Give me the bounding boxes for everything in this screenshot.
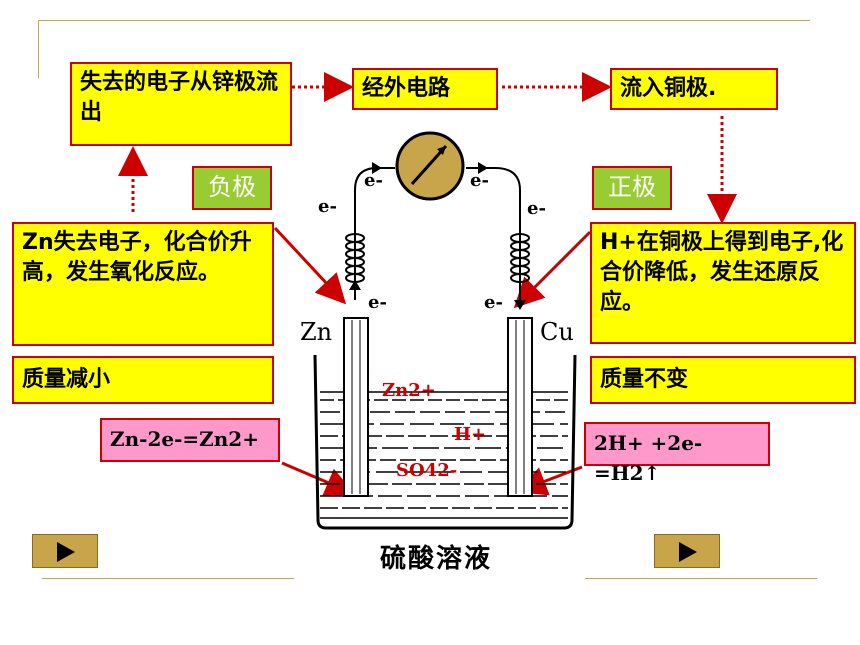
left-explanation: Zn失去电子，化合价升高，发生氧化反应。: [12, 222, 274, 346]
cu-electrode: [507, 317, 533, 497]
ion-so4: SO42-: [396, 460, 458, 481]
left-rule: [38, 20, 39, 78]
electron-label-5: e-: [368, 292, 387, 313]
electron-label-6: e-: [484, 292, 503, 313]
flow-box-copper-in: 流入铜极.: [610, 68, 778, 110]
left-equation: Zn-2e-=Zn2+: [100, 418, 280, 462]
electron-label-4: e-: [527, 198, 546, 219]
top-rule: [38, 20, 810, 21]
electron-label-2: e-: [364, 170, 383, 191]
left-mass: 质量减小: [12, 356, 274, 404]
flow-box-external: 经外电路: [352, 68, 498, 110]
flow-box-zinc-out: 失去的电子从锌极流出: [70, 62, 292, 146]
ion-zn2: Zn2+: [382, 380, 436, 401]
nav-next-button-right[interactable]: [654, 534, 720, 568]
play-icon: [679, 542, 697, 562]
play-icon: [57, 542, 75, 562]
electron-label-3: e-: [470, 170, 489, 191]
right-equation: 2H+ +2e-=H2↑: [584, 422, 770, 485]
negative-pole-label: 负极: [192, 166, 272, 210]
positive-pole-label: 正极: [592, 166, 672, 210]
right-explanation: H+在铜极上得到电子,化合价降低，发生还原反应。: [590, 222, 856, 344]
bottom-rule-left: [42, 578, 294, 579]
beaker: [313, 354, 577, 530]
nav-next-button-left[interactable]: [32, 534, 98, 568]
ion-h: H+: [454, 424, 487, 445]
cu-symbol: Cu: [540, 318, 574, 346]
zn-electrode: [343, 317, 369, 497]
pointer-cu-electron: [513, 230, 592, 309]
pointer-zn-electron: [273, 226, 347, 305]
right-mass: 质量不变: [590, 356, 856, 404]
bottom-rule-right: [585, 578, 817, 579]
zn-symbol: Zn: [300, 318, 333, 346]
solution-name: 硫酸溶液: [380, 544, 493, 574]
electron-label-1: e-: [318, 196, 337, 217]
